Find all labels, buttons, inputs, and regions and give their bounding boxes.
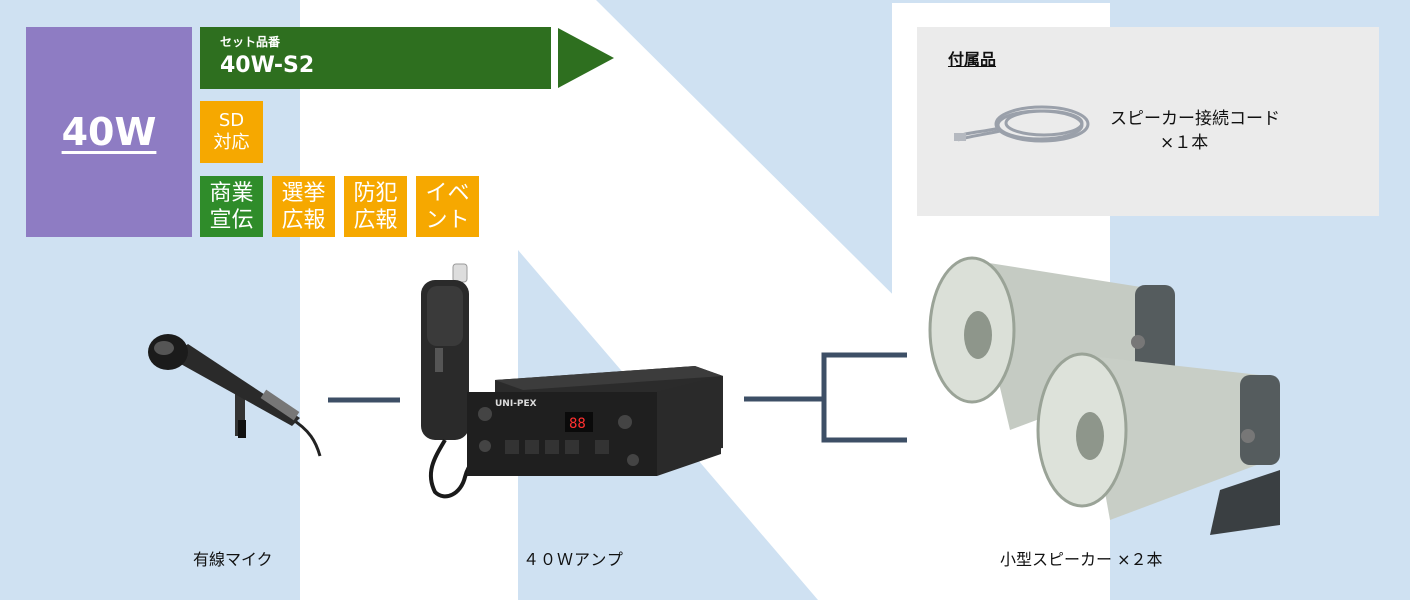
badge-line2: 広報 <box>353 207 398 233</box>
arrow-right-icon <box>558 28 614 88</box>
caption-amplifier: ４０Ｗアンプ <box>523 550 624 569</box>
wattage-block: 40W <box>26 27 192 237</box>
speakers-image <box>928 256 1280 535</box>
wattage-label: 40W <box>61 110 157 154</box>
badge-line2: 宣伝 <box>209 207 254 233</box>
badge-line2: ント <box>425 207 470 233</box>
speaker-cord-icon <box>954 105 1090 143</box>
caption-speakers: 小型スピーカー ×２本 <box>1000 550 1163 569</box>
accessories-panel <box>917 27 1379 216</box>
sd-badge-line1: SD <box>218 110 245 131</box>
set-number-label: セット品番 <box>220 35 281 49</box>
badge-line1: 商業 <box>209 180 254 206</box>
amplifier-image: UNI-PEX 88 <box>467 366 723 476</box>
use-badge-event: イベント <box>416 176 479 237</box>
amp-led-display: 88 <box>569 416 586 432</box>
accessory-item: スピーカー接続コード ×１本 <box>1110 107 1330 155</box>
use-badge-commercial: 商業宣伝 <box>200 176 263 237</box>
wired-microphone-image <box>148 334 322 457</box>
badge-line1: 選挙 <box>281 180 326 206</box>
amp-brand-label: UNI-PEX <box>495 399 537 409</box>
badge-line1: 防犯 <box>353 180 398 206</box>
badge-line1: イベ <box>425 180 470 206</box>
connector-split-speakers <box>821 352 907 443</box>
set-number-banner: セット品番 40W-S2 <box>200 27 551 89</box>
sd-badge-line2: 対応 <box>213 132 250 153</box>
set-number-code: 40W-S2 <box>220 53 315 78</box>
badge-line2: 広報 <box>281 207 326 233</box>
use-badge-election: 選挙広報 <box>272 176 335 237</box>
accessories-title: 付属品 <box>948 50 997 69</box>
use-badge-crime-prevention: 防犯広報 <box>344 176 407 237</box>
caption-wired-mic: 有線マイク <box>193 550 273 569</box>
accessory-item-name: スピーカー接続コード <box>1110 109 1280 129</box>
accessory-item-qty: ×１本 <box>1160 133 1209 153</box>
